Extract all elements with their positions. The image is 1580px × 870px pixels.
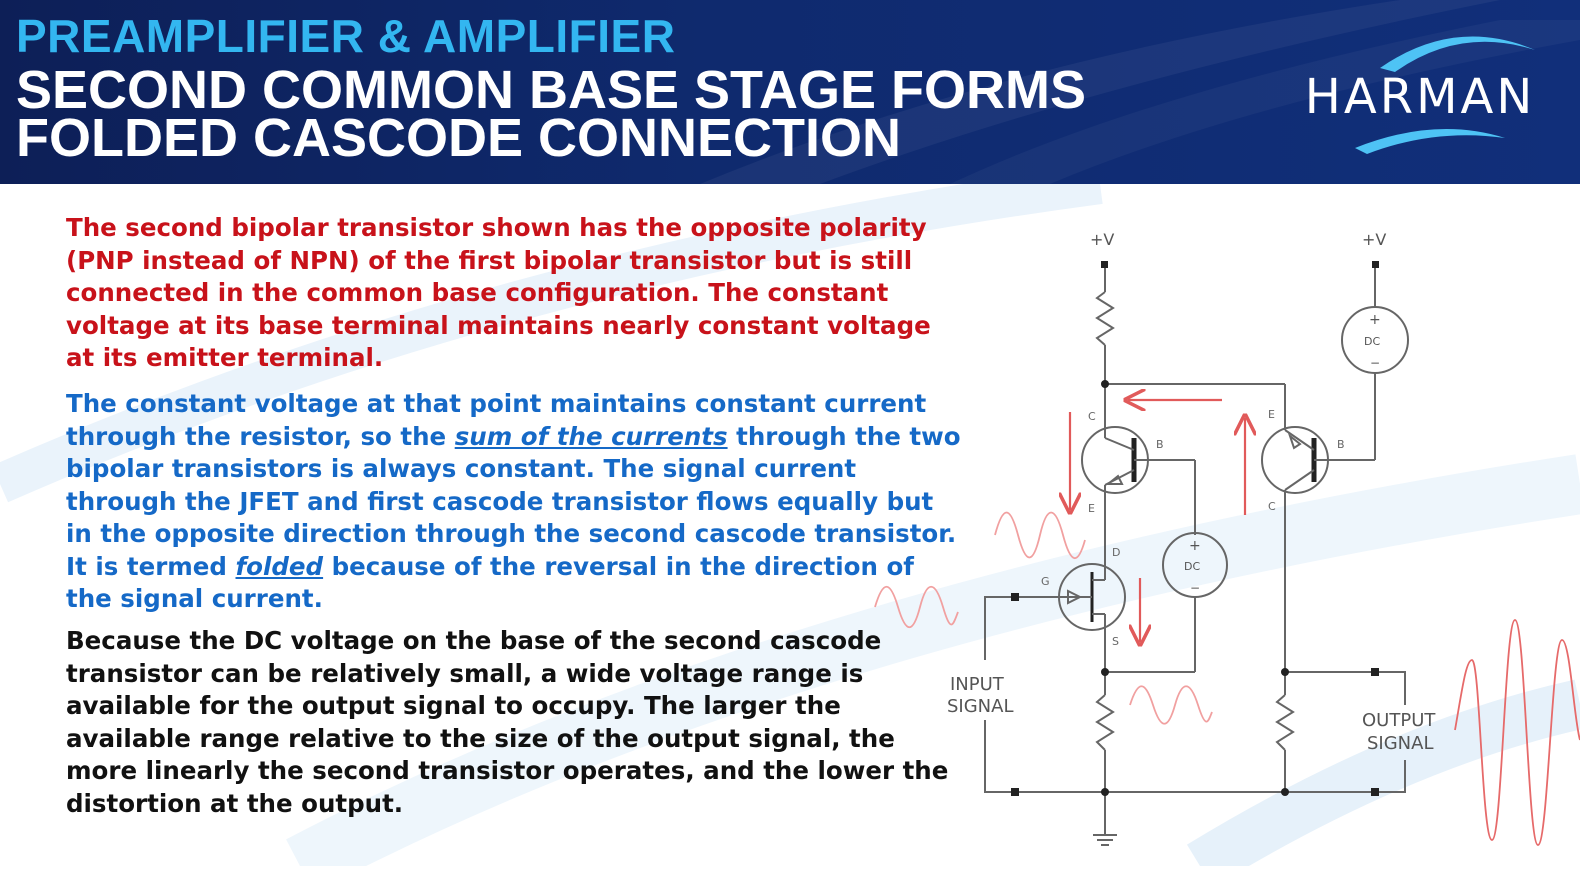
folded-cascode-circuit-diagram: +V +V [860, 200, 1580, 866]
dc-source-upper-plus: + [1369, 312, 1381, 328]
dc-source-upper-minus: − [1370, 356, 1380, 370]
supply-label-right: +V [1362, 230, 1386, 249]
waveform-gate-drive [994, 511, 1086, 559]
output-signal-label-line-2: SIGNAL [1367, 733, 1434, 754]
waveform-output [1454, 619, 1580, 846]
pnp-pin-c: C [1268, 500, 1276, 513]
harman-logo: HARMAN [1285, 20, 1555, 170]
circuit-wires [984, 268, 1409, 846]
paragraph-constant-current: The constant voltage at that point maint… [66, 388, 966, 616]
header-banner: PREAMPLIFIER & AMPLIFIER SECOND COMMON B… [0, 0, 1580, 184]
supply-terminal-left [1101, 261, 1108, 268]
jfet-gate-arrow-icon [1067, 589, 1083, 605]
supply-terminal-right [1372, 261, 1379, 268]
content-background-decoration [0, 184, 1580, 866]
pnp-pin-e: E [1268, 408, 1275, 421]
jfet-pin-g: G [1041, 575, 1050, 588]
paragraph-voltage-range: Because the DC voltage on the base of th… [66, 626, 949, 818]
npn-emitter-arrow-icon [1105, 474, 1124, 485]
page-title: SECOND COMMON BASE STAGE FORMS FOLDED CA… [16, 60, 1216, 168]
waveform-input [874, 585, 959, 629]
npn-pin-c: C [1088, 410, 1096, 423]
section-kicker: PREAMPLIFIER & AMPLIFIER [16, 10, 676, 62]
pnp-pin-b: B [1337, 438, 1345, 451]
p2-text-b: through the two bipolar transistors is a… [66, 421, 961, 581]
jfet-pin-d: D [1112, 546, 1120, 559]
folded-emphasis: folded [235, 551, 324, 581]
page-title-line-2: FOLDED CASCODE CONNECTION [16, 108, 902, 168]
output-signal-label-line-1: OUTPUT [1362, 710, 1436, 731]
jfet-pin-s: S [1112, 635, 1119, 648]
pnp-emitter-arrow-icon [1287, 433, 1302, 450]
header-swoosh-decoration [700, 0, 1580, 184]
supply-label-left: +V [1090, 230, 1114, 249]
waveform-source [1129, 685, 1213, 725]
circuit-svg: +V +V [874, 230, 1580, 846]
paragraph-pnp-polarity: The second bipolar transistor shown has … [66, 213, 931, 372]
page-title-line-1: SECOND COMMON BASE STAGE FORMS [16, 60, 1087, 120]
dc-source-lower-plus: + [1189, 538, 1201, 554]
logo-swoosh-icon [1355, 36, 1535, 154]
input-signal-label-line-2: SIGNAL [947, 696, 1014, 717]
junction-dots [1011, 380, 1379, 796]
npn-pin-e: E [1088, 502, 1095, 515]
p2-text-a: The constant voltage at that point maint… [66, 389, 927, 451]
logo-wordmark: HARMAN [1304, 69, 1536, 125]
dc-source-lower-minus: − [1190, 581, 1200, 595]
sum-of-currents-emphasis: sum of the currents [454, 421, 728, 451]
dc-source-lower-label: DC [1184, 560, 1200, 573]
input-signal-label-line-1: INPUT [950, 674, 1005, 695]
p2-text-c: because of the reversal in the direction… [66, 551, 914, 614]
npn-pin-b: B [1156, 438, 1164, 451]
dc-source-upper-label: DC [1364, 335, 1380, 348]
